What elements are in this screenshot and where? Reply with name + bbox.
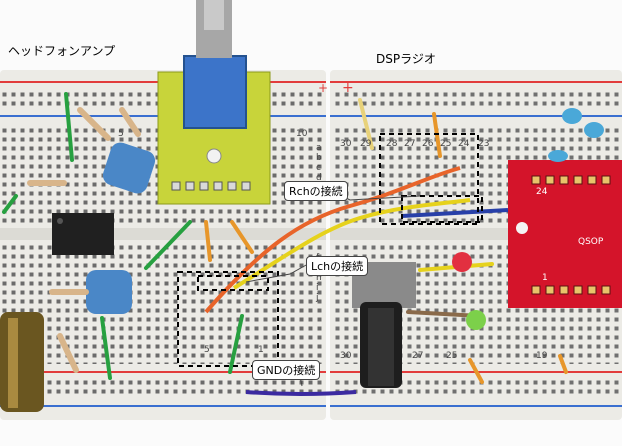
rch-wire [204, 166, 461, 314]
row-b: b [316, 153, 322, 163]
dsp-radio-label: DSPラジオ [376, 52, 436, 66]
right-col-26: 26 [422, 139, 434, 149]
green-led [466, 310, 486, 330]
blue-capacitor-1 [102, 142, 156, 194]
small-caps [548, 108, 604, 162]
gnd-callout: GNDの接続 [252, 360, 321, 380]
chip-label-1: 1 [542, 273, 548, 283]
pot-knob [352, 262, 416, 388]
row-i: i [316, 283, 319, 293]
lch-wire [232, 198, 471, 290]
right-col-25: 25 [440, 139, 451, 149]
left-col-5: 5 [118, 129, 124, 139]
gnd-wire [245, 390, 357, 396]
row-a: a [316, 143, 322, 153]
left-col-bottom-1: 1 [258, 345, 264, 355]
resistors-left [27, 107, 141, 373]
right-col-27: 27 [404, 139, 415, 149]
red-led [452, 252, 472, 272]
right-bottom-27: 27 [412, 351, 423, 361]
right-bottom-25: 25 [446, 351, 457, 361]
right-col-30: 30 [340, 139, 352, 149]
chip-label-qsop: QSOP [578, 237, 604, 247]
right-col-23: 23 [478, 139, 489, 149]
row-c: c [316, 163, 321, 173]
svg-text:+: + [318, 81, 328, 95]
row-j: j [315, 293, 319, 303]
left-col-bottom-5: 5 [204, 345, 210, 355]
headphone-amp-label: ヘッドフォンアンプ [8, 44, 116, 58]
right-bottom-19: 19 [536, 351, 548, 361]
right-col-29: 29 [360, 139, 372, 149]
row-d: d [316, 173, 322, 183]
pot-module [157, 0, 271, 205]
right-col-24: 24 [458, 139, 470, 149]
connection-boxes [177, 133, 483, 367]
rch-callout: Rchの接続 [284, 181, 348, 201]
blue-capacitor-2 [86, 270, 132, 314]
left-col-10: 10 [296, 129, 308, 139]
electrolytic-capacitor [0, 312, 44, 412]
svg-text:+: + [342, 80, 354, 96]
lch-callout: Lchの接続 [306, 256, 369, 276]
chip-label-24: 24 [536, 187, 548, 197]
right-bottom-30: 30 [340, 351, 352, 361]
right-col-28: 28 [386, 139, 398, 149]
row-h: h [316, 273, 322, 283]
blue-wire [401, 208, 509, 218]
dsp-module: 24 QSOP 1 [508, 160, 622, 308]
